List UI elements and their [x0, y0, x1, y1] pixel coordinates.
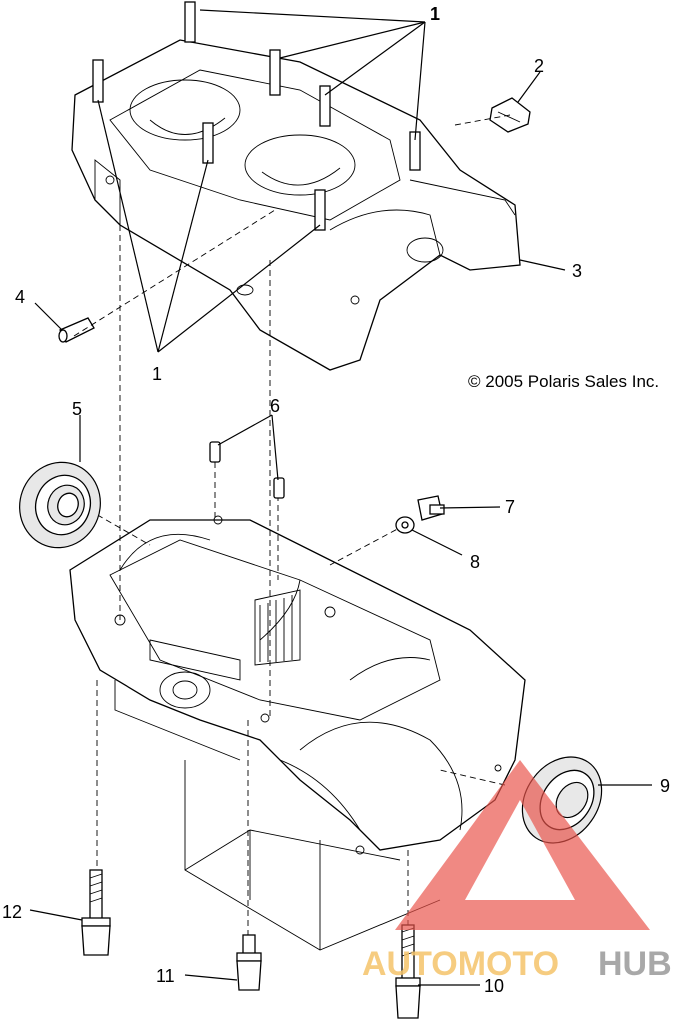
watermark-triangle-icon: [395, 760, 650, 930]
callout-4: 4: [15, 287, 25, 307]
dowel-pin-part-4: [58, 317, 95, 343]
bolt-part-12: [81, 869, 111, 956]
alignment-lines: [73, 114, 511, 935]
callout-7: 7: [505, 497, 515, 517]
copyright-notice: © 2005 Polaris Sales Inc.: [468, 372, 659, 391]
callout-1-bottom: 1: [152, 364, 162, 384]
lower-crankcase: [69, 515, 526, 855]
callout-2: 2: [534, 56, 544, 76]
bolt-part-11: [236, 934, 262, 991]
washer-part-8: [395, 516, 415, 534]
callout-10: 10: [484, 976, 504, 996]
projection-box: [114, 680, 441, 951]
callout-12: 12: [2, 902, 22, 922]
watermark-text-b: HUB: [598, 945, 672, 983]
dowel-pins-part-6: [209, 441, 285, 499]
oil-seal-part-5: [19, 461, 101, 549]
watermark-text-a: AUTOMOTO: [362, 945, 559, 983]
callout-8: 8: [470, 552, 480, 572]
plug-part-7: [417, 495, 445, 521]
callout-1-top: 1: [430, 4, 440, 24]
upper-crankcase: [71, 39, 521, 371]
watermark-logo: AUTOMOTO HUB: [362, 760, 672, 983]
callout-3: 3: [572, 261, 582, 281]
callout-6: 6: [270, 396, 280, 416]
callout-9: 9: [660, 776, 670, 796]
callout-5: 5: [72, 399, 82, 419]
leader-lines: [29, 9, 652, 986]
callout-labels: 1 2 3 4 1 5 6 7 8 9 10 11 12: [2, 4, 670, 996]
callout-11: 11: [156, 966, 175, 986]
bolt-part-10: [395, 924, 421, 1019]
